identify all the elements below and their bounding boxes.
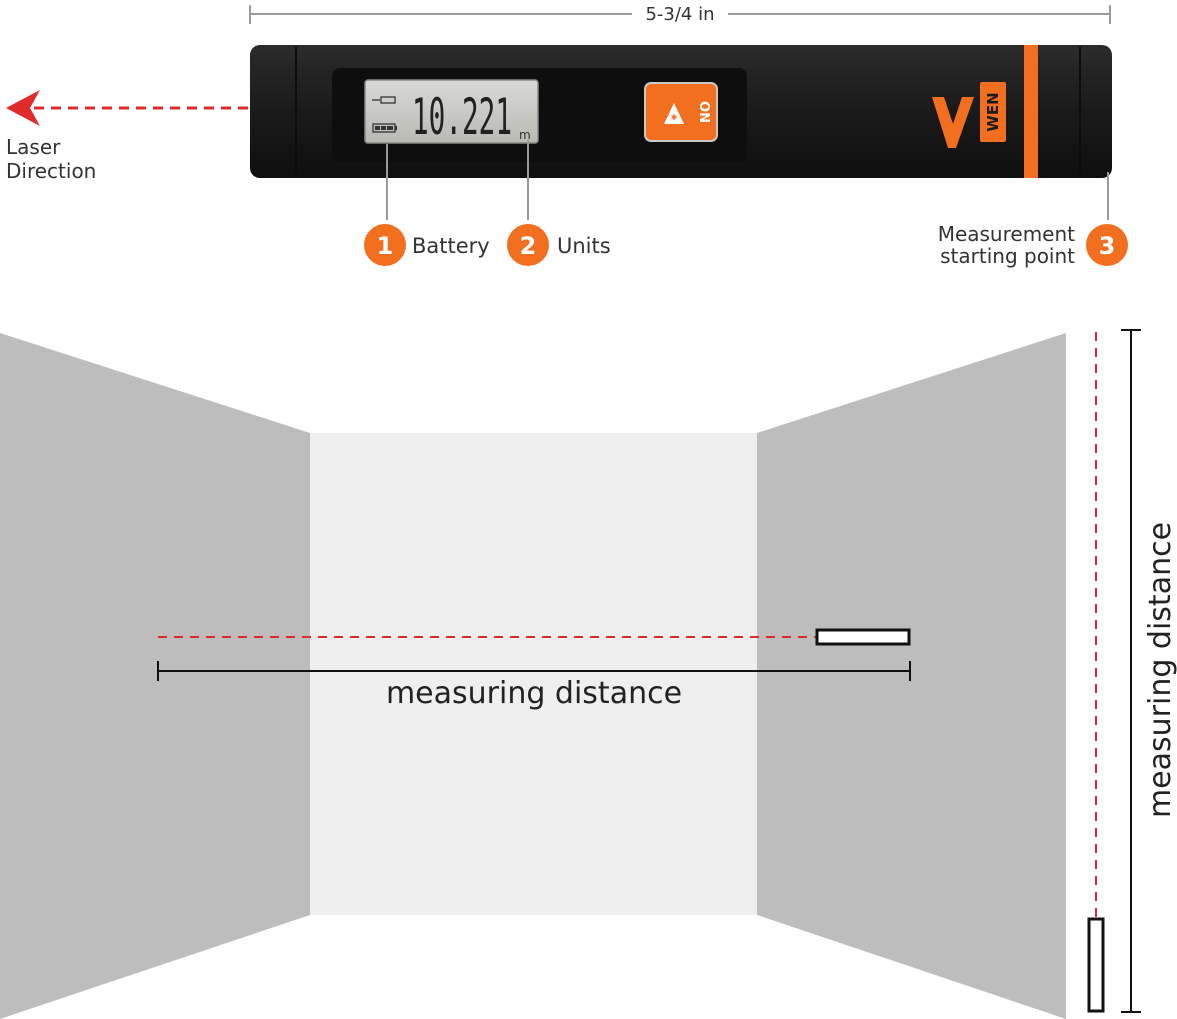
laser-direction-arrow: Laser Direction — [6, 90, 250, 183]
wen-logo-mark — [932, 97, 974, 148]
callout-badge-1 — [364, 224, 406, 266]
length-label: 5-3/4 in — [645, 4, 714, 25]
power-button[interactable]: ✱ ON — [644, 82, 718, 142]
callout-label-measurement: Measurement — [938, 222, 1075, 246]
callout-leaders — [386, 140, 1109, 220]
callout-badge-2 — [507, 224, 549, 266]
back-wall — [310, 433, 757, 915]
laser-direction-label-line1: Laser — [6, 135, 61, 159]
vertical-device-outline — [1087, 917, 1105, 1013]
callout-label-starting-point: starting point — [940, 244, 1075, 268]
lcd-display: 10.221 m — [364, 79, 539, 146]
battery-icon — [372, 123, 397, 133]
callout-label-battery: Battery — [412, 234, 490, 258]
callout-label-units: Units — [557, 234, 611, 258]
callout-number-1: 1 — [377, 232, 394, 260]
horizontal-measurement: measuring distance — [157, 628, 911, 711]
svg-text:✱: ✱ — [671, 113, 678, 122]
room-scene — [0, 333, 1066, 1019]
laser-measure-device: 10.221 m ✱ ON WEN — [250, 45, 1112, 178]
laser-warning-icon — [664, 103, 684, 124]
horizontal-distance-label: measuring distance — [386, 676, 682, 711]
length-dimension: 5-3/4 in — [249, 4, 1111, 25]
display-unit: m — [519, 128, 531, 142]
laser-icon — [372, 96, 396, 104]
brand-text: WEN — [984, 92, 1002, 131]
display-reading: 10.221 — [412, 88, 512, 146]
callout-badge-3 — [1086, 224, 1128, 266]
vertical-distance-label: measuring distance — [1143, 522, 1177, 818]
laser-direction-label-line2: Direction — [6, 159, 96, 183]
right-wall — [757, 333, 1066, 1019]
callout-number-2: 2 — [520, 232, 537, 260]
callout-units: 2 Units — [507, 224, 611, 266]
callout-starting-point: 3 Measurement starting point — [938, 222, 1128, 268]
vertical-measurement: measuring distance — [1087, 329, 1177, 1013]
left-wall — [0, 333, 310, 1019]
callout-number-3: 3 — [1099, 232, 1116, 260]
wen-logo: WEN — [932, 82, 1006, 148]
power-button-label: ON — [696, 101, 711, 123]
orange-band — [1024, 45, 1038, 178]
callout-battery: 1 Battery — [364, 224, 490, 266]
horizontal-device-outline — [815, 628, 911, 646]
